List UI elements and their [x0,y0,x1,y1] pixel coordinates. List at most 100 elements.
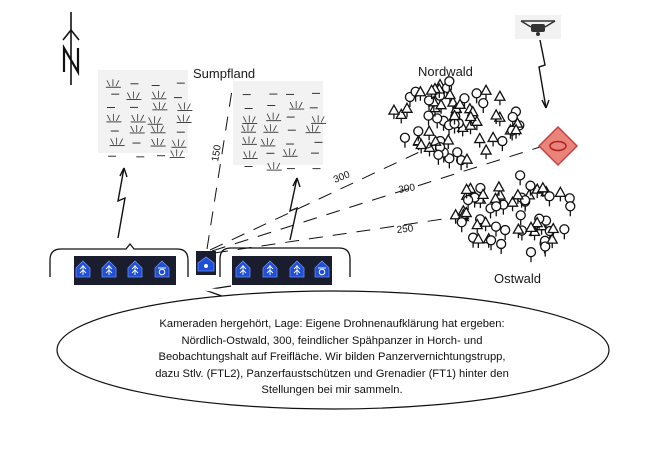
conifer-icon [414,85,427,101]
marsh-tuft-icon [105,79,121,88]
conifer-icon [506,195,519,212]
drone-link [538,39,550,109]
deciduous-tree-icon [413,126,424,142]
conifer-icon [536,181,549,197]
conifer-icon [415,138,428,154]
deciduous-tree-icon [544,191,555,207]
soldier-icon [289,260,305,278]
deciduous-tree-icon [515,210,526,226]
speech-line: Stellungen bei mir sammeln. [261,384,403,396]
distance-label-250: 250 [396,223,414,236]
marsh-tuft-icon [109,137,125,147]
marsh-tuft-icon [311,115,327,124]
marsh-tuft-icon [289,101,305,110]
marsh-tuft-icon [151,90,167,100]
deciduous-tree-icon [500,224,511,241]
marsh-tuft-icon [106,113,122,123]
conifer-icon [493,89,507,106]
soldier-icon [75,260,91,278]
conifer-icon [471,218,484,234]
conifer-icon [512,222,525,239]
conifer-icon [448,109,461,125]
deciduous-tree-icon [497,135,508,152]
deciduous-tree-icon [525,247,537,263]
conifer-icon [476,188,490,204]
sight-line-north [209,139,446,251]
marsh-tuft-icon [242,150,258,160]
drone-icon [515,15,561,39]
deciduous-tree-icon [404,91,416,108]
speech-bubble [56,285,610,410]
sensor-icon [314,260,330,278]
deciduous-tree-icon [433,149,444,165]
deciduous-tree-icon [565,201,576,217]
enemy-vehicle-icon [537,125,579,167]
deciduous-tree-icon [507,111,518,127]
deciduous-tree-icon [456,217,467,233]
marsh-tuft-icon [129,124,145,134]
deciduous-tree-icon [471,88,482,104]
marsh-tuft-icon [240,124,256,133]
sight-line-swamp [206,89,233,250]
east-forest-trees [449,170,576,263]
deciduous-tree-icon [540,241,551,257]
marsh-tuft-icon [126,91,142,100]
conifer-icon [473,132,486,148]
deciduous-tree-icon [490,221,502,237]
conifer-icon [423,124,436,141]
conifer-icon [400,101,414,118]
distance-label-150: 150 [210,144,224,163]
conifer-icon [387,103,401,120]
north-forest-trees [387,76,525,171]
marsh-tuft-icon [169,149,185,158]
deciduous-tree-icon [423,110,434,126]
sensor-icon [154,260,170,278]
deciduous-tree-icon [462,194,474,211]
conifer-icon [479,83,493,100]
radio-link-right [289,177,301,241]
deciduous-tree-icon [525,180,536,196]
conifer-icon [464,110,477,126]
team-leader-icon [196,251,216,275]
deciduous-tree-icon [399,132,411,148]
marsh-tuft-icon [305,124,321,134]
conifer-icon [472,232,485,248]
deciduous-tree-icon [432,113,443,129]
speech-line: Kameraden hergehört, Lage: Eigene Drohne… [159,318,505,330]
soldier-icon [235,260,251,278]
deciduous-tree-icon [496,238,507,254]
conifer-icon [423,141,436,157]
area-label-north-forest: Nordwald [418,64,473,79]
conifer-icon [511,188,524,204]
deciduous-tree-icon [478,97,489,114]
marsh-tuft-icon [241,136,257,145]
deciduous-tree-icon [444,76,455,92]
marsh-tuft-icon [282,148,298,157]
deciduous-tree-icon [491,201,502,217]
speech-line: Nördlich-Ostwald, 300, feindlicher Spähp… [181,334,483,347]
marsh-tuft-icon [150,138,166,147]
distance-label-300-upper: 300 [332,169,352,186]
marsh-tuft-icon [266,112,282,122]
marsh-tuft-icon [152,101,168,111]
marsh-tuft-icon [130,113,146,123]
conifer-icon [429,134,442,151]
conifer-icon [486,131,500,147]
sight-line-enemy [211,146,541,252]
conifer-icon [425,83,438,100]
conifer-icon [460,152,474,169]
marsh-tuft-icon [260,137,276,147]
distance-label-300-middle: 300 [398,182,417,196]
deciduous-tree-icon [459,93,470,109]
conifer-icon [479,143,493,160]
conifer-icon [434,98,448,114]
conifer-icon [479,215,492,232]
north-arrow-icon [62,12,80,85]
marsh-tuft-icon [171,139,187,148]
marsh-tuft-icon [147,116,163,125]
conifer-icon [531,216,544,232]
deciduous-tree-icon [514,170,526,186]
marsh-tuft-icon [266,162,282,171]
